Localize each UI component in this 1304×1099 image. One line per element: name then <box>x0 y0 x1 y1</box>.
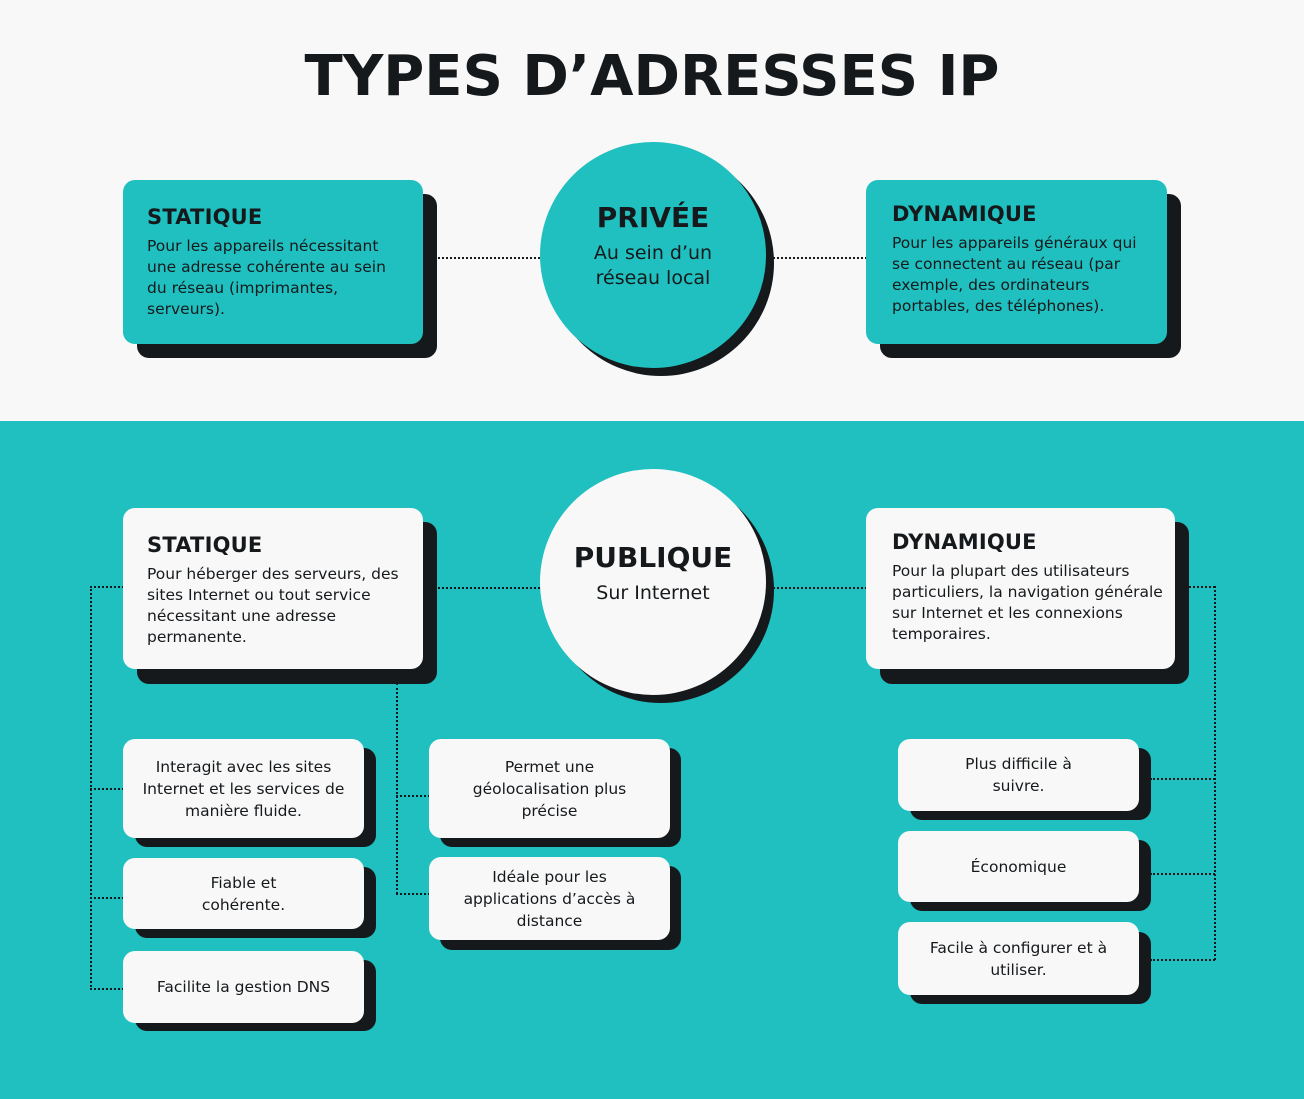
public-dynamic-description: Pour la plupart des utilisateurs particu… <box>892 562 1163 643</box>
private-circle: PRIVÉE Au sein d’un réseau local <box>540 142 766 368</box>
public-circle: PUBLIQUE Sur Internet <box>540 469 766 695</box>
public-title: PUBLIQUE <box>573 540 733 574</box>
connector-public-dynamic <box>765 587 867 589</box>
private-title: PRIVÉE <box>596 201 710 234</box>
connector-right-branch-1 <box>1150 778 1215 780</box>
connector-private-dynamic <box>765 257 867 259</box>
feature-box-reliable: Fiable et cohérente. <box>123 858 364 929</box>
connector-left-branch-1 <box>90 788 124 790</box>
feature-box-hard-to-track: Plus difficile à suivre. <box>898 739 1139 811</box>
connector-left-branch-2 <box>90 897 124 899</box>
private-dynamic-description: Pour les appareils généraux qui se conne… <box>892 234 1137 315</box>
connector-private-static <box>423 257 543 259</box>
connector-right-tree-top <box>1189 586 1215 588</box>
connector-mid-branch-1 <box>396 795 430 797</box>
feature-box-seamless-interaction: Interagit avec les sites Internet et les… <box>123 739 364 838</box>
connector-mid-tree-trunk <box>396 683 398 894</box>
connector-right-branch-3 <box>1150 959 1215 961</box>
public-static-description: Pour héberger des serveurs, des sites In… <box>147 565 399 646</box>
connector-mid-branch-2 <box>396 893 430 895</box>
feature-box-easy-setup: Facile à configurer et à utiliser. <box>898 922 1139 995</box>
feature-box-dns: Facilite la gestion DNS <box>123 951 364 1023</box>
connector-right-tree-trunk <box>1214 586 1216 960</box>
private-static-heading: STATIQUE <box>147 205 263 229</box>
feature-box-economical: Économique <box>898 831 1139 902</box>
page-title: TYPES D’ADRESSES IP <box>304 44 1000 109</box>
private-dynamic-card: DYNAMIQUE Pour les appareils généraux qu… <box>866 180 1167 344</box>
public-subtitle: Sur Internet <box>596 581 710 604</box>
public-static-card: STATIQUE Pour héberger des serveurs, des… <box>123 508 423 669</box>
feature-box-geolocation: Permet une géolocalisation plus précise <box>429 739 670 838</box>
connector-right-branch-2 <box>1150 873 1215 875</box>
private-static-card: STATIQUE Pour les appareils nécessitant … <box>123 180 423 344</box>
connector-left-tree-top <box>90 586 124 588</box>
public-dynamic-heading: DYNAMIQUE <box>892 530 1037 554</box>
private-dynamic-heading: DYNAMIQUE <box>892 202 1037 226</box>
connector-public-static <box>423 587 543 589</box>
feature-box-remote-access: Idéale pour les applications d’accès à d… <box>429 857 670 940</box>
private-static-description: Pour les appareils nécessitant une adres… <box>147 237 386 318</box>
public-static-heading: STATIQUE <box>147 533 263 557</box>
public-dynamic-card: DYNAMIQUE Pour la plupart des utilisateu… <box>866 508 1175 669</box>
connector-left-branch-3 <box>90 988 124 990</box>
private-subtitle: Au sein d’un réseau local <box>593 242 713 289</box>
